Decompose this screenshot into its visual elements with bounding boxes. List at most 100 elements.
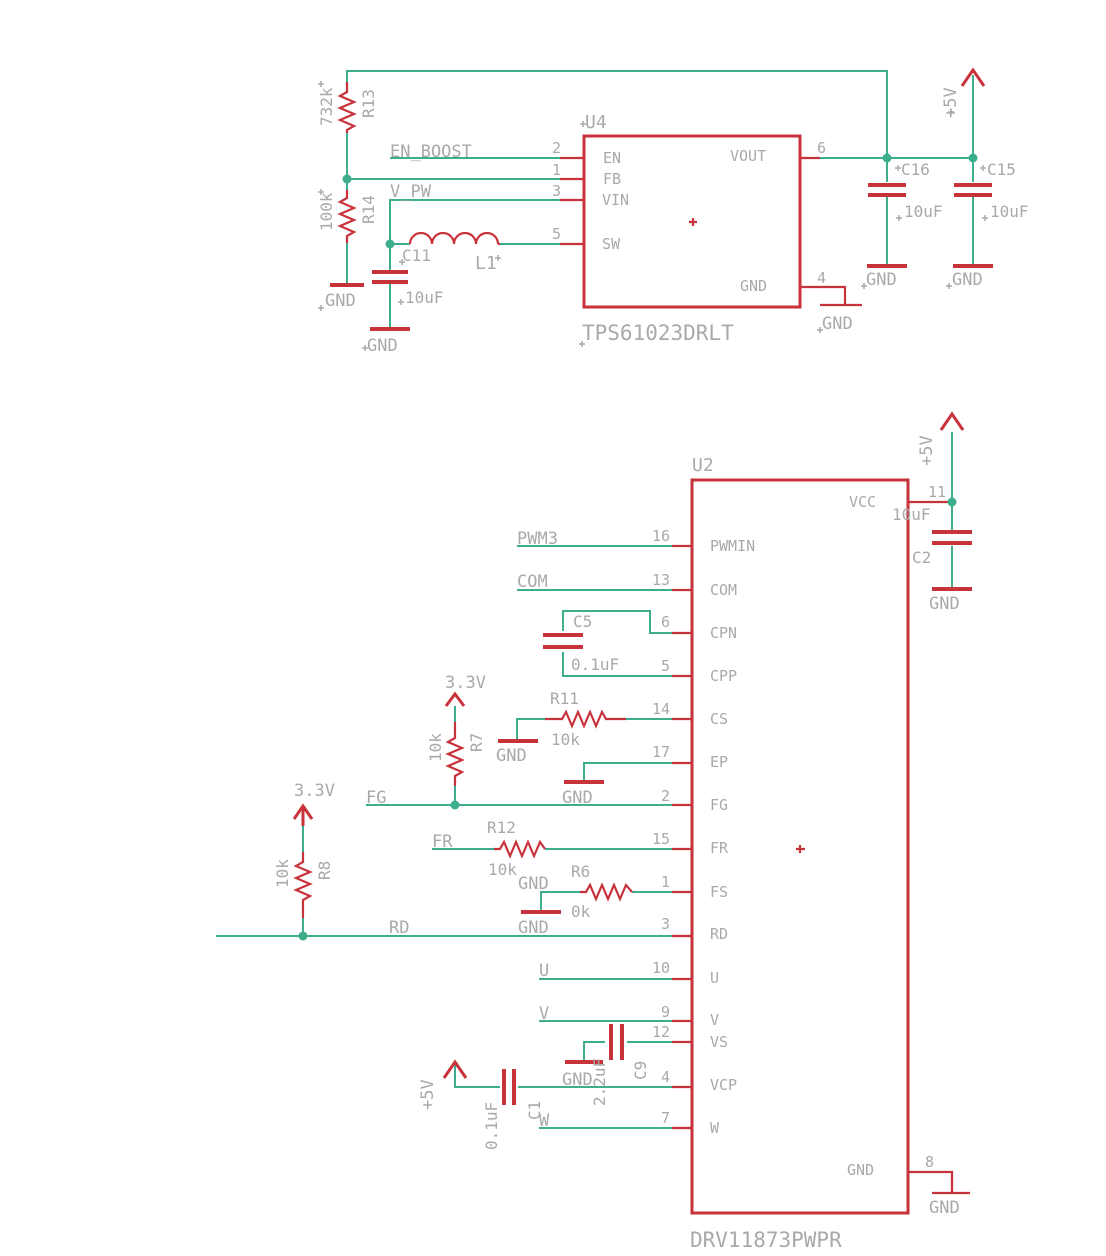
u4-pin-num-5: 5 [552, 225, 561, 243]
junction [298, 931, 308, 941]
gnd-label: GND [822, 314, 853, 334]
c15-ref: C15 [987, 160, 1016, 179]
gnd-label: GND [325, 291, 356, 311]
u2-pin-num: 4 [661, 1068, 670, 1086]
supply-arrow-icon [960, 67, 986, 87]
u4-pin-num-2: 2 [552, 139, 561, 157]
u2-pin-fs: FS [710, 883, 728, 901]
r14-resistor[interactable] [337, 190, 357, 243]
u2-pin-num: 17 [652, 743, 670, 761]
u2-ref: U2 [692, 455, 714, 476]
wire [540, 891, 580, 911]
u2-pin-num: 1 [661, 873, 670, 891]
u2-pin-num: 12 [652, 1023, 670, 1041]
boost-circuit: U4 TPS61023DRLT EN FB VIN SW VOUT GND 2 … [317, 67, 1029, 356]
net-label-rd: RD [389, 918, 409, 938]
r8-value: 10k [273, 859, 292, 888]
ep-wire [583, 762, 672, 781]
wire [583, 1041, 605, 1061]
u2-pin-vs: VS [710, 1033, 728, 1051]
u4-pin-num-6: 6 [817, 139, 826, 157]
u2-pin-v: V [710, 1011, 719, 1029]
supply-arrow-icon [939, 411, 965, 431]
r13-ref: R13 [359, 89, 378, 118]
l1-ref: L1 [475, 253, 497, 274]
supply-arrow-icon [444, 691, 466, 707]
u2-pin-vcp: VCP [710, 1076, 737, 1094]
c5-value: 0.1uF [571, 655, 619, 674]
u2-pin-num: 6 [661, 613, 670, 631]
u2-pin-num: 9 [661, 1003, 670, 1021]
r7-ref: R7 [467, 733, 486, 752]
wire [516, 718, 545, 740]
r14-value: 100k [317, 192, 336, 231]
r6-ref: R6 [571, 862, 590, 881]
c9-ref: C9 [631, 1061, 650, 1080]
u4-ref: U4 [585, 112, 607, 133]
u2-pin-cs: CS [710, 710, 728, 728]
u2-pin-fr: FR [710, 839, 729, 857]
r6-value: 0k [571, 902, 591, 921]
gnd-label: GND [952, 270, 983, 290]
net-label-u: U [539, 961, 549, 981]
supply-label-3v3: 3.3V [445, 673, 486, 693]
net-label-pwm3: PWM3 [517, 529, 558, 549]
u2-pin-vcc: VCC [849, 493, 876, 511]
u2-pin-num: 8 [925, 1153, 934, 1171]
u2-pin-rd: RD [710, 925, 728, 943]
u2-pin-num: 11 [928, 483, 946, 501]
u2-pin-num: 5 [661, 657, 670, 675]
supply-arrow-icon [442, 1059, 468, 1079]
c2-ref: C2 [912, 548, 931, 567]
r7-resistor[interactable] [445, 722, 465, 786]
net-label-fg: FG [366, 788, 386, 808]
r11-ref: R11 [550, 689, 579, 708]
r8-resistor[interactable] [293, 852, 313, 918]
c11-value: 10uF [405, 288, 444, 307]
u4-pin-vin: VIN [602, 191, 629, 209]
vout-feedback-wire [346, 70, 888, 158]
gnd-label: GND [929, 1198, 960, 1218]
origin-cross [796, 845, 805, 853]
r12-value: 10k [488, 860, 517, 879]
net-label-fr: FR [432, 832, 453, 852]
net-label-com: COM [517, 572, 548, 592]
supply-label-3v3: 3.3V [294, 781, 335, 801]
r13-resistor[interactable] [337, 82, 357, 133]
u2-pin-cpn: CPN [710, 624, 737, 642]
c9-value: 2.2uF [590, 1058, 609, 1106]
net-label-v: V [539, 1004, 549, 1024]
junction [947, 497, 957, 507]
junction [450, 800, 460, 810]
gnd-label: GND [367, 336, 398, 356]
r11-resistor[interactable] [545, 709, 626, 729]
u4-pin-num-3: 3 [552, 182, 561, 200]
u4-pin-num-1: 1 [552, 161, 561, 179]
c1-ref: C1 [525, 1101, 544, 1120]
u2-pin-ep: EP [710, 753, 728, 771]
r6-resistor[interactable] [580, 882, 633, 902]
r13-value: 732k [317, 87, 336, 126]
u2-pin-u: U [710, 969, 719, 987]
cpn-wire [562, 610, 672, 634]
vin-wire [389, 199, 560, 244]
r12-ref: R12 [487, 818, 516, 837]
net-label-en-boost: EN_BOOST [390, 142, 472, 162]
u2-pin-gnd: GND [847, 1161, 874, 1179]
gnd-label: GND [929, 594, 960, 614]
u4-pin-gnd: GND [740, 277, 767, 295]
u2-body[interactable] [690, 478, 910, 1215]
u2-pin-fg: FG [710, 796, 728, 814]
r12-resistor[interactable] [494, 839, 546, 859]
l1-inductor[interactable] [408, 231, 500, 245]
u4-part-name: TPS61023DRLT [582, 321, 734, 345]
u2-pin-num: 3 [661, 915, 670, 933]
supply-label-plus5v: +5V [941, 87, 961, 118]
u2-pin-num: 10 [652, 959, 670, 977]
u4-body[interactable] [582, 134, 802, 309]
junction [342, 174, 352, 184]
r11-value: 10k [551, 730, 580, 749]
u2-pin-cpp: CPP [710, 667, 737, 685]
u2-pin-w: W [710, 1119, 720, 1137]
